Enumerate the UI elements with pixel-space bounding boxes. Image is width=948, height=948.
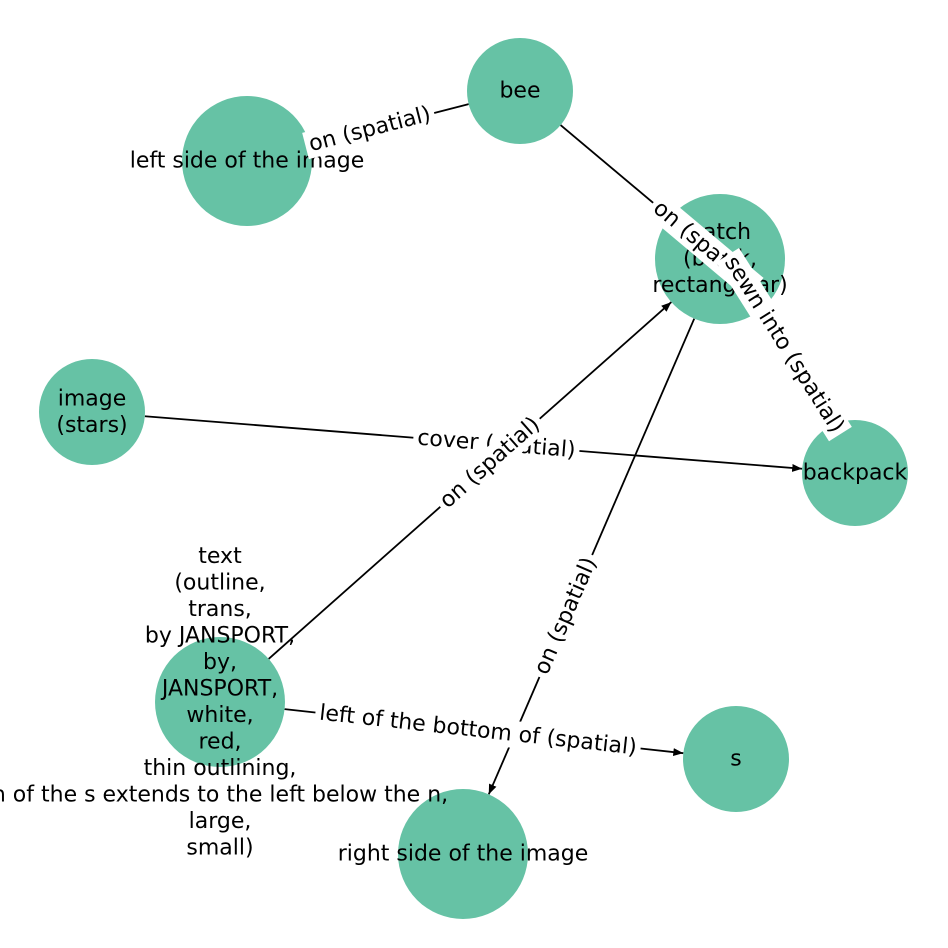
edge-label-background [313,699,643,762]
node-label-line: image [58,386,127,411]
node-label-line: trans, [188,597,252,622]
node-label-line: right side of the image [338,842,589,867]
node-label-line: n of the s extends to the left below the… [0,782,448,807]
node-label-line: thin outlining, [144,756,297,781]
node-label-backpack: backpack [803,461,908,486]
edge-labels-layer: on (spatial)on (spatial)sewn into (spati… [302,99,852,762]
edge-label-group-patch-right: on (spatial) [527,549,605,683]
edge-label: left of the bottom of (spatial) [318,701,638,761]
node-label-line: (stars) [56,413,127,438]
node-label-bee: bee [499,79,540,104]
node-label-line: red, [198,729,241,754]
edge-bee-patch [560,124,671,218]
edge-label-background [527,549,605,683]
edge-label-group-text-patch: on (spatial) [431,408,549,517]
node-label-text: text(outline,trans,by JANSPORT,by,JANSPO… [0,544,448,861]
node-backpack[interactable] [802,420,908,526]
node-label-line: by JANSPORT, [145,623,295,648]
node-label-line: large, [189,809,252,834]
node-image-stars[interactable] [39,359,145,465]
nodes-layer [39,38,908,919]
node-label-line: white, [186,703,253,728]
node-label-line: bee [499,79,540,104]
node-label-right-side: right side of the image [338,842,589,867]
node-right-side[interactable] [398,789,528,919]
edge-label-group-bee-left: on (spatial) [302,99,438,160]
edge-label-group-text-s: left of the bottom of (spatial) [313,699,643,762]
node-label-line: small) [186,835,253,860]
node-label-s: s [730,747,741,772]
node-left-side[interactable] [182,96,312,226]
node-label-line: by, [203,650,237,675]
node-label-line: s [730,747,741,772]
node-label-image-stars: image(stars) [56,386,127,438]
edge-label-background [302,99,438,160]
node-label-line: (outline, [174,570,265,595]
node-label-line: JANSPORT, [160,676,278,701]
node-label-line: backpack [803,461,908,486]
edge-label-background [716,247,852,442]
node-s[interactable] [683,706,789,812]
edge-label: on (spatial) [530,554,602,678]
edge-label: on (spatial) [306,102,433,157]
node-label-line: text [198,544,242,569]
node-bee[interactable] [467,38,573,144]
node-text[interactable] [155,637,285,767]
edge-label-background [431,408,549,517]
